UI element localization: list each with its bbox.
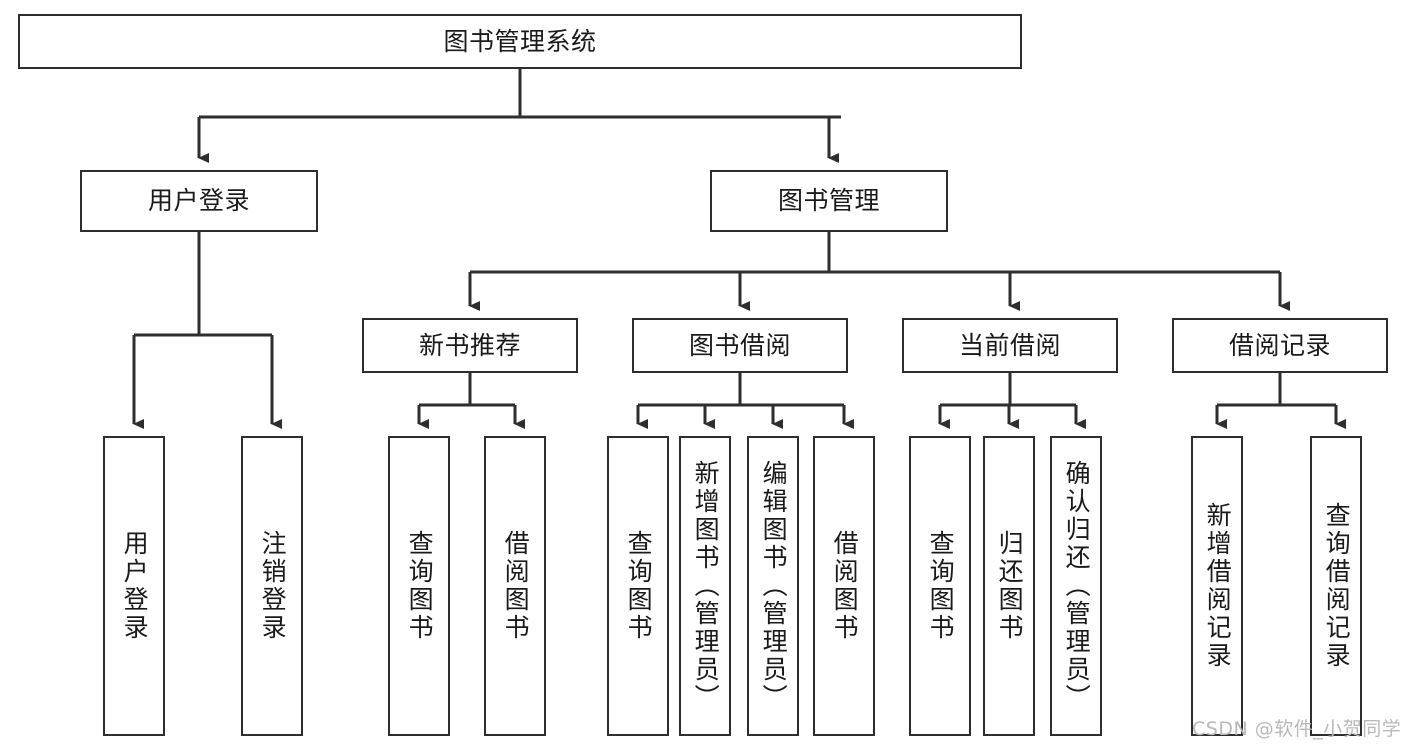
leaf-borrow-book-recommend-label: 借阅图书: [501, 530, 531, 642]
leaf-confirm-return-admin-label: 确认归还（管理员）: [1062, 460, 1092, 712]
leaf-borrow-book-recommend[interactable]: 借阅图书: [484, 436, 546, 736]
leaf-return-book-label: 归还图书: [995, 530, 1025, 642]
leaf-add-borrow-record-label: 新增借阅记录: [1203, 502, 1233, 670]
leaf-query-book-current-label: 查询图书: [926, 530, 956, 642]
node-book-borrow[interactable]: 图书借阅: [632, 318, 848, 373]
node-new-book-recommend[interactable]: 新书推荐: [362, 318, 578, 373]
leaf-edit-book-admin-label: 编辑图书（管理员）: [759, 460, 789, 712]
leaf-borrow-book[interactable]: 借阅图书: [813, 436, 875, 736]
leaf-borrow-book-label: 借阅图书: [830, 530, 860, 642]
leaf-logout[interactable]: 注销登录: [241, 436, 303, 736]
leaf-query-book-recommend[interactable]: 查询图书: [388, 436, 450, 736]
node-book-borrow-label: 图书借阅: [688, 330, 791, 360]
node-book-management-label: 图书管理: [777, 186, 880, 216]
node-borrow-record-label: 借阅记录: [1228, 330, 1331, 360]
leaf-logout-label: 注销登录: [258, 530, 288, 642]
node-current-borrow[interactable]: 当前借阅: [902, 318, 1118, 373]
leaf-query-book-recommend-label: 查询图书: [405, 530, 435, 642]
leaf-user-login-label: 用户登录: [120, 530, 150, 642]
leaf-query-book-current[interactable]: 查询图书: [909, 436, 971, 736]
leaf-query-borrow-record[interactable]: 查询借阅记录: [1310, 436, 1362, 736]
node-user-login[interactable]: 用户登录: [80, 170, 318, 232]
node-new-book-recommend-label: 新书推荐: [418, 330, 521, 360]
leaf-return-book[interactable]: 归还图书: [983, 436, 1035, 736]
leaf-query-borrow-record-label: 查询借阅记录: [1322, 502, 1352, 670]
node-current-borrow-label: 当前借阅: [958, 330, 1061, 360]
node-borrow-record[interactable]: 借阅记录: [1172, 318, 1388, 373]
watermark: CSDN @软件_小贺同学: [1192, 718, 1402, 740]
leaf-user-login[interactable]: 用户登录: [103, 436, 165, 736]
node-root-label: 图书管理系统: [443, 26, 597, 56]
leaf-edit-book-admin[interactable]: 编辑图书（管理员）: [747, 436, 799, 736]
node-book-management[interactable]: 图书管理: [710, 170, 948, 232]
leaf-add-book-admin-label: 新增图书（管理员）: [691, 460, 721, 712]
leaf-add-borrow-record[interactable]: 新增借阅记录: [1191, 436, 1243, 736]
leaf-query-book-borrow-label: 查询图书: [624, 530, 654, 642]
node-user-login-label: 用户登录: [147, 186, 250, 216]
leaf-confirm-return-admin[interactable]: 确认归还（管理员）: [1050, 436, 1102, 736]
leaf-add-book-admin[interactable]: 新增图书（管理员）: [679, 436, 731, 736]
node-root[interactable]: 图书管理系统: [18, 14, 1022, 69]
leaf-query-book-borrow[interactable]: 查询图书: [607, 436, 669, 736]
